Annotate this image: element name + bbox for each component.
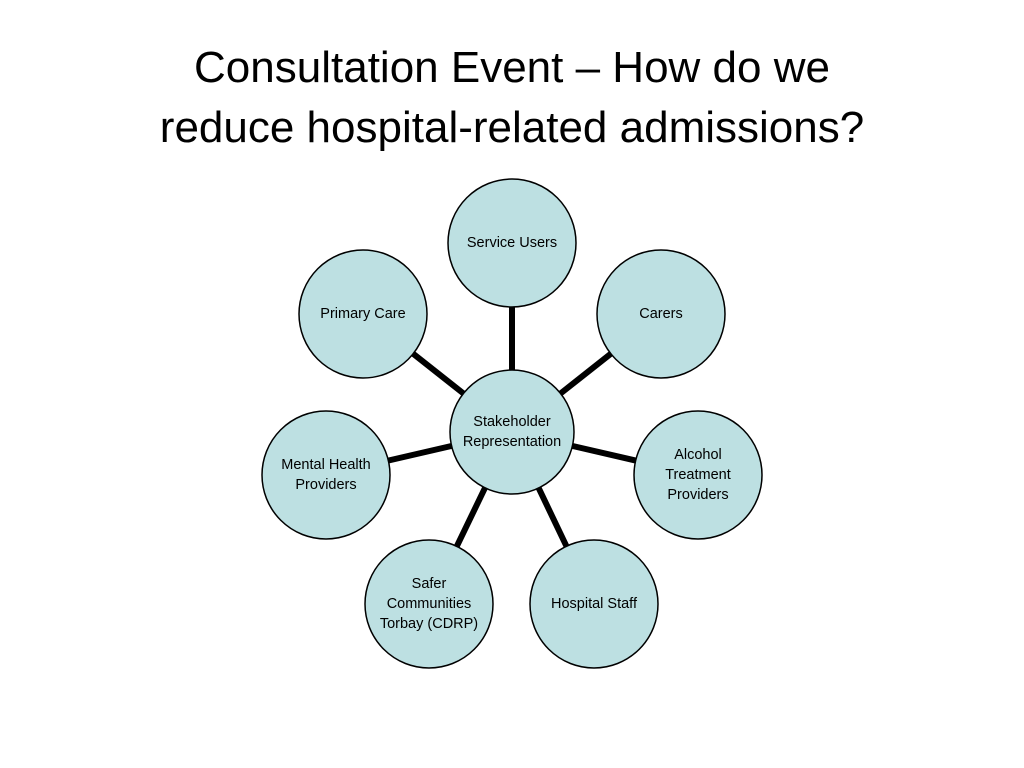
node-mental-health-providers-label-line: Providers [295,477,356,493]
node-hospital-staff-circle [529,539,659,669]
node-service-users: Service Users [447,178,577,308]
node-service-users-label-line: Service Users [467,235,557,251]
connector-alcohol-treatment-providers [569,442,639,464]
node-safer-communities-torbay-label-line: Safer [412,576,447,592]
hub-stakeholder-representation-label-line: Representation [463,434,561,450]
node-safer-communities-torbay-label-line: Communities [387,596,472,612]
title-line-2: reduce hospital-related admissions? [159,103,865,152]
node-alcohol-treatment-providers-label-line: Alcohol [674,447,722,463]
node-primary-care-label-line: Primary Care [320,306,405,322]
node-safer-communities-torbay-label-line: Torbay (CDRP) [380,616,478,632]
hub-stakeholder-representation-label-line: Stakeholder [473,414,551,430]
node-carers: Carers [596,249,726,379]
node-mental-health-providers-label-line: Mental Health [281,457,370,473]
node-service-users-circle [447,178,577,308]
connector-safer-communities-torbay [453,484,489,550]
node-safer-communities-torbay-circle [364,539,494,669]
connector-primary-care [409,350,467,398]
node-primary-care-circle [298,249,428,379]
connector-mental-health-providers [385,442,455,464]
node-carers-circle [596,249,726,379]
connector-hospital-staff [535,484,571,550]
page-title: Consultation Event – How do we reduce ho… [0,38,1024,158]
node-mental-health-providers-circle [261,410,391,540]
node-alcohol-treatment-providers-label-line: Treatment [665,467,731,483]
node-hospital-staff-label-line: Hospital Staff [551,596,638,612]
title-line-1: Consultation Event – How do we [194,43,830,92]
connector-carers [557,350,615,398]
node-alcohol-treatment-providers-label-line: Providers [667,487,728,503]
node-carers-label-line: Carers [639,306,683,322]
hub-stakeholder-representation-circle [449,369,575,495]
node-hospital-staff: Hospital Staff [529,539,659,669]
node-primary-care: Primary Care [298,249,428,379]
node-alcohol-treatment-providers-circle [633,410,763,540]
